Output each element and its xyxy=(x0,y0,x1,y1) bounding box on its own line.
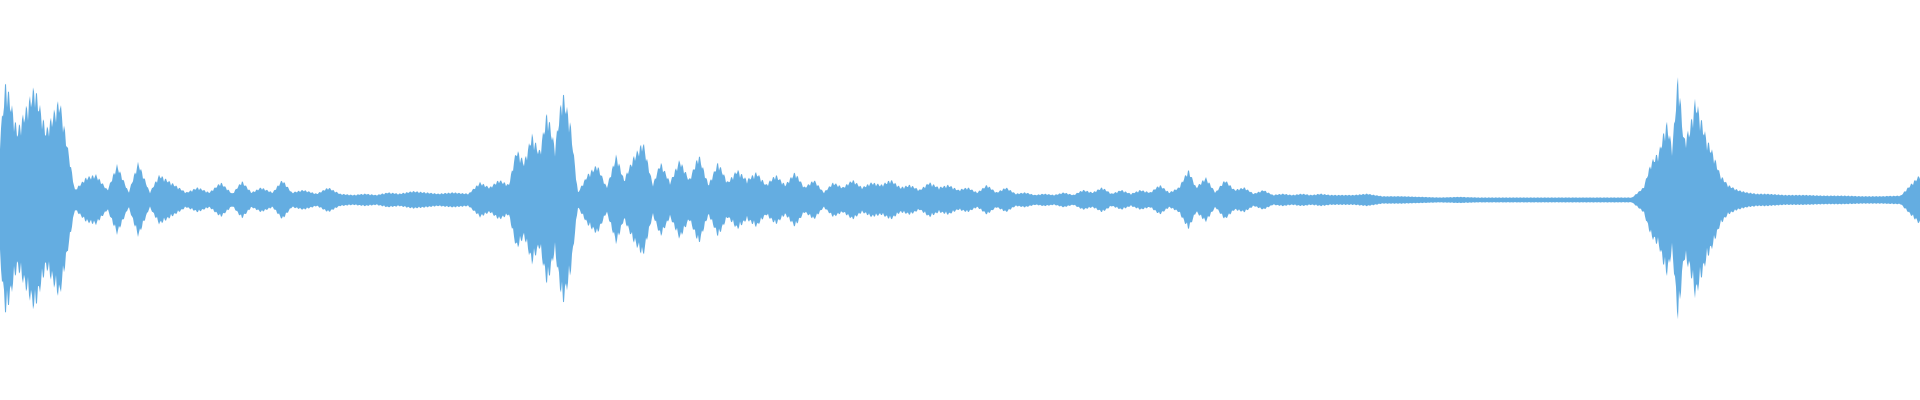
waveform-shape xyxy=(0,77,1920,320)
